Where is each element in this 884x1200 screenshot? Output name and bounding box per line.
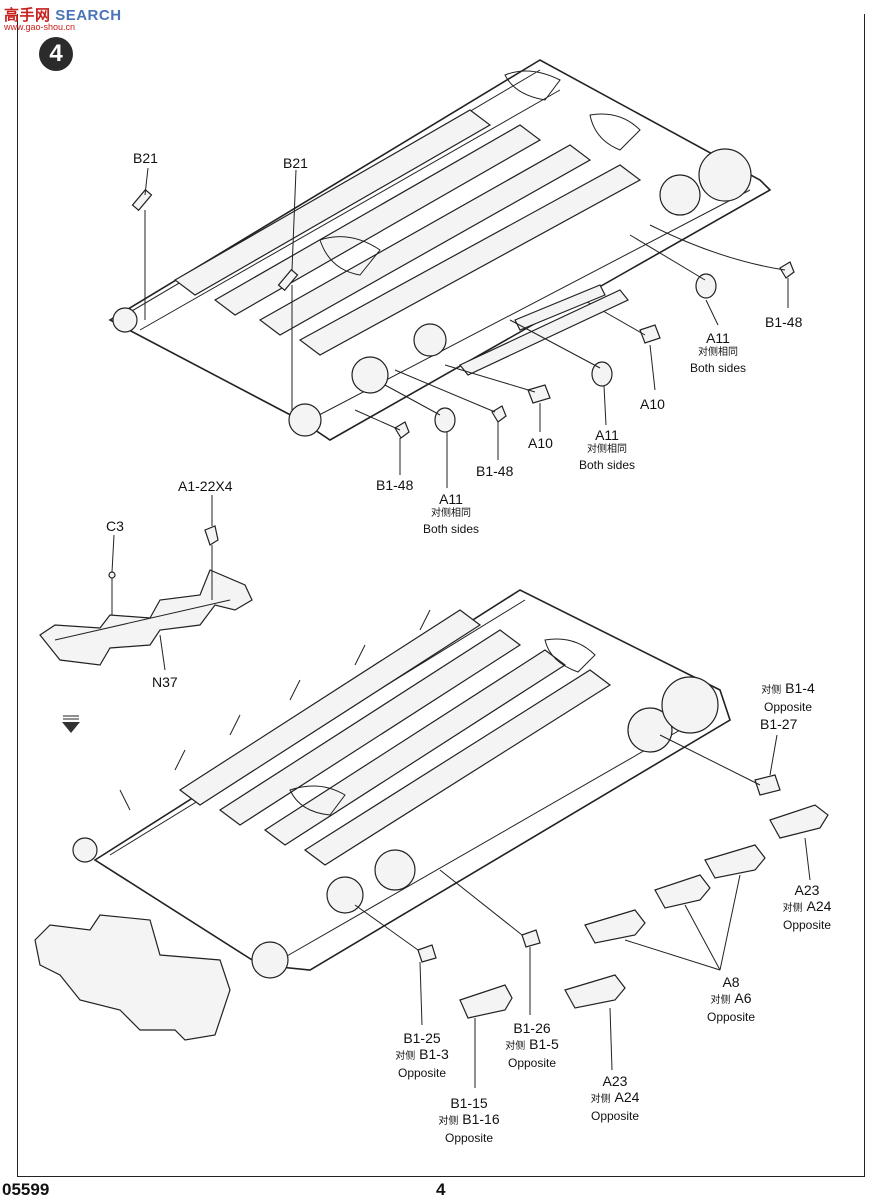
a8-part-1 <box>704 844 766 879</box>
label-a23-right: A23 对侧 A24 Opposite <box>776 882 838 933</box>
watermark-logo: 高手网 SEARCH <box>4 4 122 25</box>
a23-right-code: A23 <box>794 882 820 898</box>
label-b1-15: B1-15 对侧 B1-16 Opposite <box>432 1095 506 1146</box>
label-b1-48-mid: B1-48 <box>476 463 514 479</box>
a11-part-right <box>695 273 717 299</box>
a8-part-3 <box>584 909 646 944</box>
label-a1-22x4: A1-22X4 <box>178 478 233 494</box>
a8-cn: 对侧 <box>710 995 731 1006</box>
a23-mid-en: Opposite <box>590 1109 640 1123</box>
b1-26-en: Opposite <box>507 1056 557 1070</box>
a8-code: A8 <box>722 974 740 990</box>
b1-15-cn: 对侧 <box>438 1116 459 1127</box>
n37-rail-part <box>39 569 253 666</box>
a23-mid-code2: A24 <box>614 1089 640 1105</box>
label-a23-mid: A23 对侧 A24 Opposite <box>584 1073 646 1124</box>
page-frame <box>17 14 865 1177</box>
a23-part-right <box>769 804 829 839</box>
label-a11-left: A11 对侧相同 Both sides <box>418 491 484 537</box>
label-b1-48-left: B1-48 <box>376 477 414 493</box>
b1-26-code2: B1-5 <box>529 1036 559 1052</box>
b1-27-part <box>754 774 781 796</box>
a11-part-mid <box>591 361 613 387</box>
b1-25-part <box>417 944 437 963</box>
watermark-brand: SEARCH <box>55 7 122 24</box>
b1-48-part-right <box>779 261 795 279</box>
a11-right-en: Both sides <box>689 361 747 375</box>
label-b1-27: B1-27 <box>760 716 798 732</box>
watermark-cn: 高手网 <box>4 7 51 24</box>
label-a11-right: A11 对侧相同 Both sides <box>685 330 751 376</box>
a23-part-mid <box>564 974 626 1009</box>
b1-26-cn: 对侧 <box>505 1041 526 1052</box>
b1-15-en: Opposite <box>444 1131 494 1145</box>
b21-part-left <box>131 188 153 212</box>
a11-left-code: A11 <box>439 491 463 507</box>
label-b1-25: B1-25 对侧 B1-3 Opposite <box>390 1030 454 1081</box>
a23-right-code2: A24 <box>806 898 832 914</box>
a10-part-right <box>639 324 661 344</box>
a11-part-left <box>434 407 456 433</box>
a11-right-cn: 对侧相同 <box>698 347 738 358</box>
b1-48-part-left <box>394 421 410 439</box>
a23-right-en: Opposite <box>782 918 832 932</box>
label-b21-left: B21 <box>133 150 158 166</box>
catalog-number: 05599 <box>2 1180 50 1199</box>
a11-right-code: A11 <box>706 330 730 346</box>
b1-15-code2: B1-16 <box>462 1111 500 1127</box>
label-b1-26: B1-26 对侧 B1-5 Opposite <box>500 1020 564 1071</box>
b1-15-part <box>459 984 513 1019</box>
a10-part-mid <box>527 384 551 404</box>
label-a8: A8 对侧 A6 Opposite <box>700 974 762 1025</box>
b21-part-right <box>277 268 299 292</box>
a23-mid-cn: 对侧 <box>590 1094 611 1105</box>
top-hull-assembly <box>108 59 772 441</box>
a23-right-cn: 对侧 <box>782 903 803 914</box>
b1-4-code: B1-4 <box>785 680 815 696</box>
label-b21-right: B21 <box>283 155 308 171</box>
a11-mid-en: Both sides <box>578 458 636 472</box>
a8-code2: A6 <box>734 990 752 1006</box>
a8-en: Opposite <box>706 1010 756 1024</box>
b1-25-cn: 对侧 <box>395 1051 416 1062</box>
label-a10-right: A10 <box>640 396 665 412</box>
label-n37: N37 <box>152 674 178 690</box>
b1-26-code: B1-26 <box>513 1020 551 1036</box>
b1-15-code: B1-15 <box>450 1095 488 1111</box>
a11-left-cn: 对侧相同 <box>431 508 471 519</box>
label-a10-mid: A10 <box>528 435 553 451</box>
a11-mid-code: A11 <box>595 427 619 443</box>
bottom-hull-assembly <box>34 589 731 1041</box>
a23-mid-code: A23 <box>602 1073 628 1089</box>
label-a11-mid: A11 对侧相同 Both sides <box>574 427 640 473</box>
watermark-url: www.gao-shou.cn <box>4 22 76 32</box>
b1-4-cn: 对侧 <box>761 685 782 696</box>
b1-4-en: Opposite <box>763 700 813 714</box>
b1-26-part <box>521 929 541 948</box>
b1-48-part-mid <box>491 405 507 423</box>
a8-part-2 <box>654 874 711 909</box>
a11-left-en: Both sides <box>422 522 480 536</box>
step-number-badge: 4 <box>39 37 73 71</box>
label-c3: C3 <box>106 518 124 534</box>
down-arrow-icon <box>62 722 80 733</box>
b1-25-en: Opposite <box>397 1066 447 1080</box>
a1-22x4-part <box>204 525 219 546</box>
b1-25-code2: B1-3 <box>419 1046 449 1062</box>
a11-mid-cn: 对侧相同 <box>587 444 627 455</box>
label-b1-4: 对侧 B1-4 Opposite <box>748 680 828 715</box>
b1-25-code: B1-25 <box>403 1030 441 1046</box>
c3-part <box>108 571 116 579</box>
page-number: 4 <box>436 1180 446 1199</box>
label-b1-48-right: B1-48 <box>765 314 803 330</box>
